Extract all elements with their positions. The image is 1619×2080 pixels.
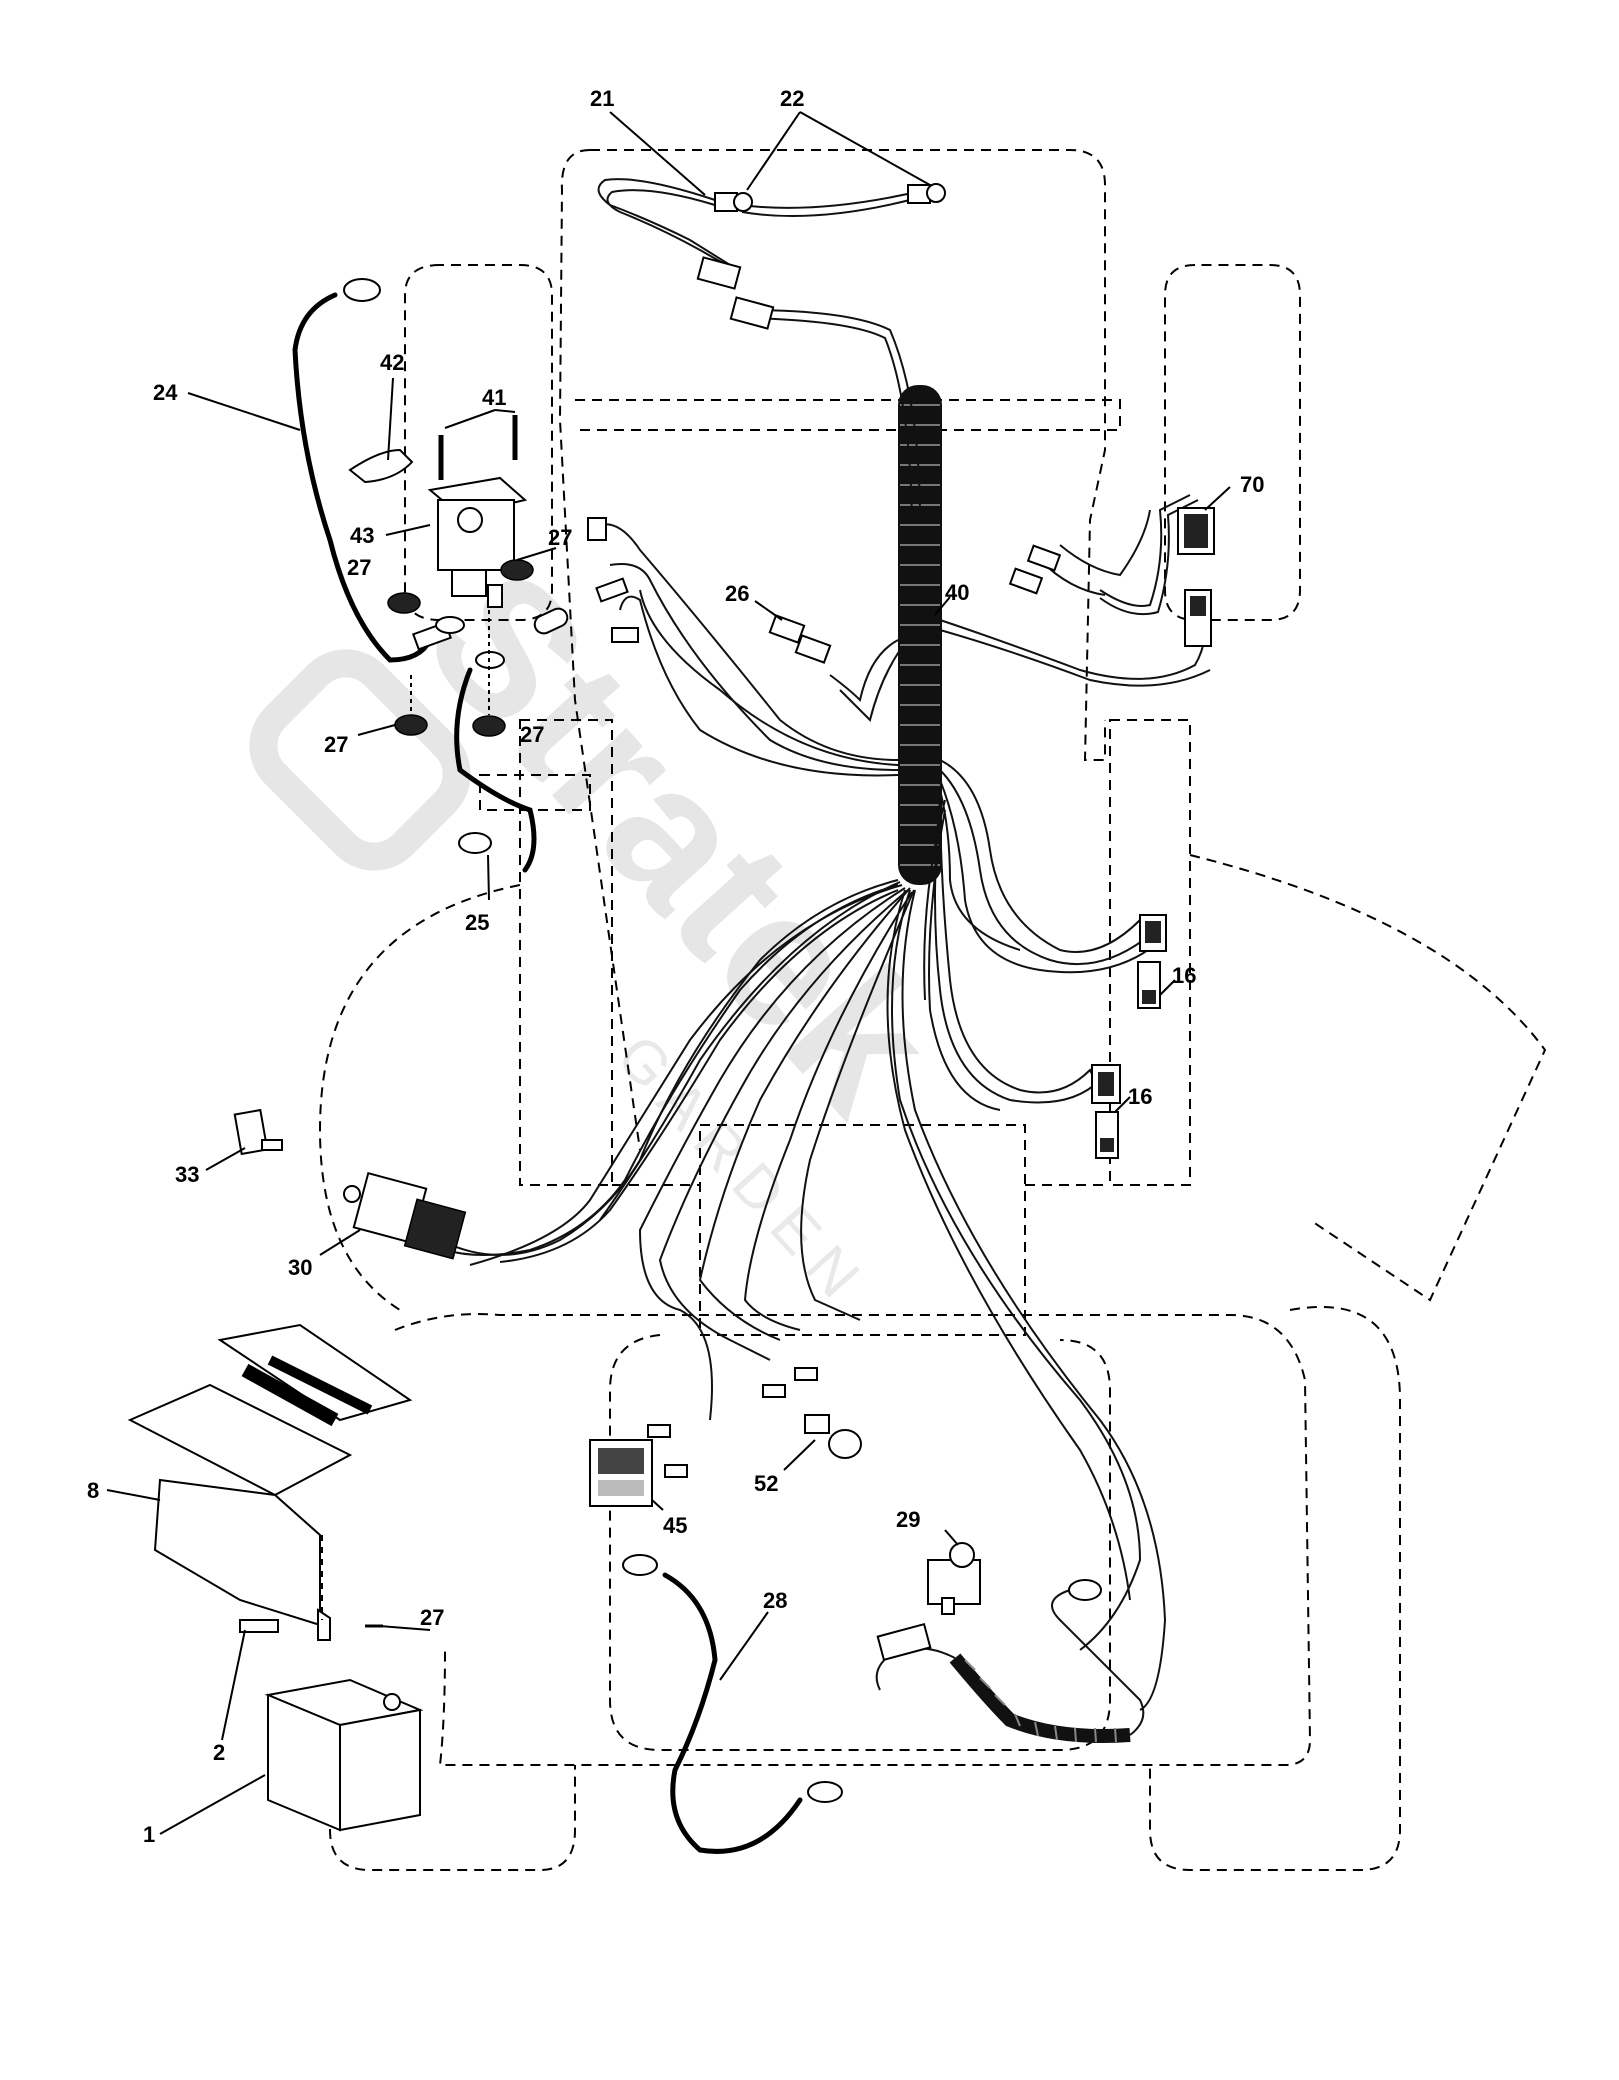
ground-cable-28 <box>622 1554 843 1854</box>
solenoid-terminals <box>533 517 639 643</box>
bulb-52 <box>804 1414 862 1459</box>
main-harness-tube <box>898 385 942 885</box>
callout-16-a: 16 <box>1172 963 1196 988</box>
nuts-27 <box>387 559 534 737</box>
callout-43: 43 <box>350 523 374 548</box>
callout-42: 42 <box>380 350 404 375</box>
battery-box-8 <box>127 1323 413 1627</box>
headlight-wires <box>597 178 926 521</box>
callout-40: 40 <box>945 580 969 605</box>
module-connectors <box>647 1367 818 1478</box>
callout-27-d: 27 <box>520 722 544 747</box>
watermark-logo <box>249 649 471 871</box>
solenoid-43 <box>427 476 528 608</box>
callout-33: 33 <box>175 1162 199 1187</box>
ignition-key-33 <box>233 1108 283 1156</box>
callout-21: 21 <box>590 86 614 111</box>
callout-25: 25 <box>465 910 489 935</box>
left-upper-branch <box>599 523 899 777</box>
callout-45: 45 <box>663 1513 687 1538</box>
battery-cable-25 <box>454 667 537 873</box>
seat-switch-connectors <box>1008 544 1062 595</box>
callout-41: 41 <box>482 385 506 410</box>
callout-52: 52 <box>754 1471 778 1496</box>
boot-42 <box>348 448 414 484</box>
callout-27-e: 27 <box>420 1605 444 1630</box>
tractor-outline <box>318 149 1547 1871</box>
callout-1: 1 <box>143 1822 155 1847</box>
switch-29 <box>927 1542 981 1615</box>
fuse-26 <box>768 614 901 722</box>
callout-8: 8 <box>87 1478 99 1503</box>
coil-cable <box>875 1579 1145 1743</box>
callout-labels: 21 22 24 42 41 43 27 27 27 27 25 26 40 7… <box>87 86 1264 1847</box>
connector-16-upper <box>1137 914 1167 1009</box>
ignition-switch-30 <box>343 1171 467 1260</box>
connector-70 <box>1177 507 1215 555</box>
battery-1 <box>264 1678 424 1832</box>
headlight-bulb-left <box>714 192 753 212</box>
callout-22: 22 <box>780 86 804 111</box>
solenoid-lugs <box>410 610 505 715</box>
headlight-bulb-right <box>907 183 946 204</box>
battery-cable-24 <box>292 278 452 663</box>
callout-16-b: 16 <box>1128 1084 1152 1109</box>
headlight-connector-female <box>696 256 742 290</box>
headlight-connector-male <box>729 296 775 330</box>
right-lower-branch <box>923 759 1156 1111</box>
lower-harness-wires <box>439 879 1167 1711</box>
callout-26: 26 <box>725 581 749 606</box>
callout-24: 24 <box>153 380 178 405</box>
leader-lines <box>106 111 1231 1835</box>
side-connector-plug <box>1184 589 1212 647</box>
hour-meter-45 <box>589 1439 653 1507</box>
callout-28: 28 <box>763 1588 787 1613</box>
callout-29: 29 <box>896 1507 920 1532</box>
callout-27-a: 27 <box>548 525 572 550</box>
screws-41 <box>438 415 518 480</box>
right-harness-branch <box>939 494 1211 687</box>
callout-30: 30 <box>288 1255 312 1280</box>
connector-16-lower <box>1091 1064 1121 1159</box>
battery-bolt-2 <box>239 1608 383 1641</box>
callout-70: 70 <box>1240 472 1264 497</box>
callout-27-c: 27 <box>324 732 348 757</box>
callout-2: 2 <box>213 1740 225 1765</box>
callout-27-b: 27 <box>347 555 371 580</box>
